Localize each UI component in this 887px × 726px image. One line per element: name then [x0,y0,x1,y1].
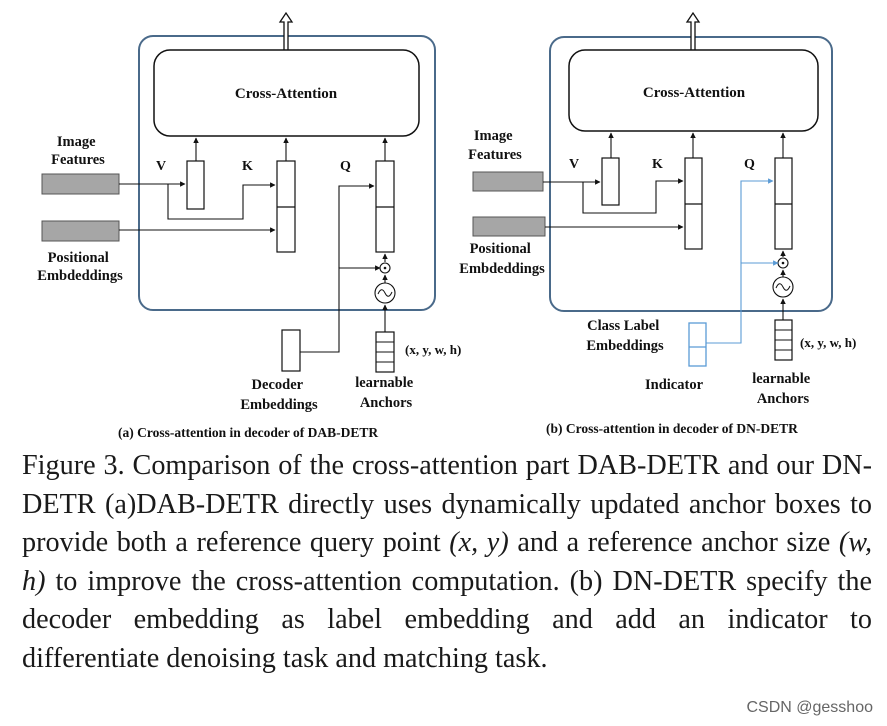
image-features-box-a [41,173,120,195]
learnable-anchors-label-b: learnable Anchors [752,371,814,407]
figure-caption: Figure 3. Comparison of the cross-attent… [22,450,873,674]
positional-embeddings-box-b [472,216,546,237]
image-features-box-b [472,171,544,192]
cross-attention-label-b: Cross-Attention [643,85,746,101]
v-label-a: V [156,159,166,174]
panel-b: Cross-Attention Image Features Positiona… [459,11,856,436]
subcaption-b: (b) Cross-attention in decoder of DN-DET… [546,421,798,436]
positional-embeddings-box-a [41,220,120,242]
class-label-embeddings-box-b [688,322,707,367]
learnable-anchors-stack-b [774,319,793,361]
class-label-embeddings-label-b: Class Label Embeddings [586,318,664,354]
image-features-label-b: Image Features [468,128,522,163]
output-arrow-a [278,11,294,50]
cross-attention-block-b [568,49,819,132]
positional-embeddings-label-a: Positional Embdeddings [37,250,123,284]
v-label-b: V [569,157,579,172]
indicator-label-b: Indicator [645,377,704,393]
anchor-values-b: (x, y, w, h) [800,335,856,350]
size-math: (w, h) [22,527,873,597]
panel-a: Cross-Attention Image Features Positiona… [37,11,461,440]
subcaption-a: (a) Cross-attention in decoder of DAB-DE… [118,425,378,440]
anchor-values-a: (x, y, w, h) [405,342,461,357]
decoder-embeddings-box-a [281,329,301,372]
positional-embeddings-label-b: Positional Embdeddings [459,241,545,277]
learnable-anchors-stack-a [375,331,395,373]
k-label-b: K [652,157,663,172]
v-projection-b [601,157,620,206]
k-label-a: K [242,159,253,174]
decoder-embeddings-label-a: Decoder Embeddings [240,377,318,413]
image-features-label-a: Image Features [51,134,105,168]
q-label-b: Q [744,157,755,172]
point-math: (x, y) [449,527,509,559]
output-arrow-b [685,11,701,50]
learnable-anchors-label-a: learnable Anchors [355,375,417,411]
watermark: CSDN @gesshoo [746,699,873,716]
v-projection-a [186,160,205,210]
cross-attention-block-a [153,49,420,137]
q-label-a: Q [340,159,351,174]
cross-attention-label-a: Cross-Attention [235,86,338,102]
figure-diagram: Cross-Attention Image Features Positiona… [37,11,856,440]
